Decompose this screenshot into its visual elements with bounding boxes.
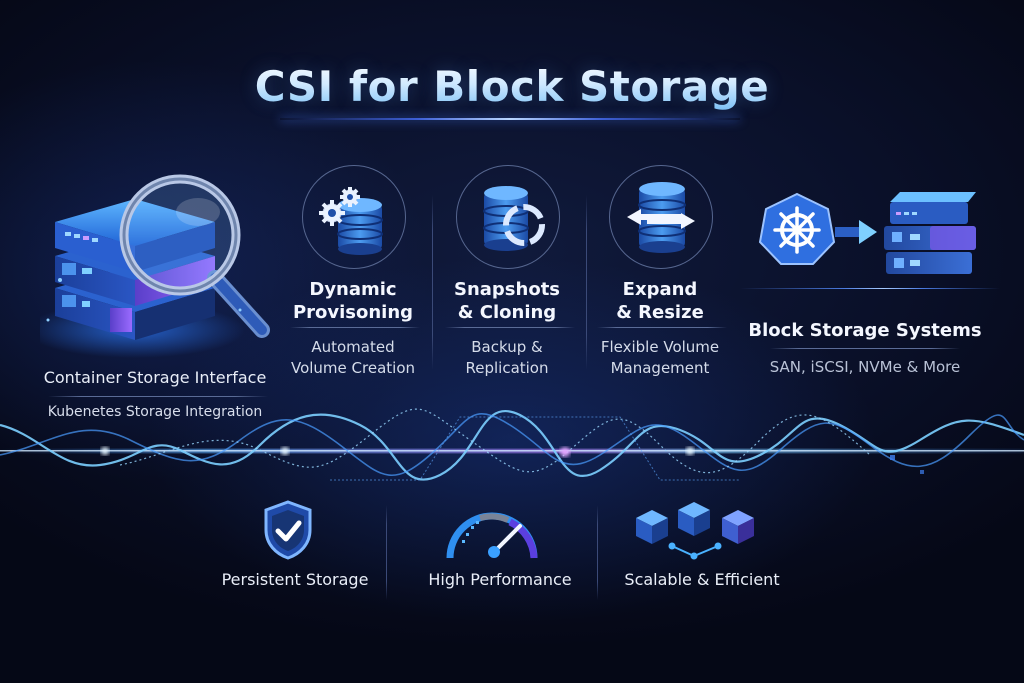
benefit-label: Scalable & Efficient bbox=[624, 570, 780, 589]
connected-cubes-icon bbox=[636, 502, 754, 560]
feature-title-line: Provisoning bbox=[292, 302, 414, 323]
benefit-label: Persistent Storage bbox=[221, 570, 369, 589]
feature-description: Backup & Replication bbox=[437, 337, 577, 379]
title-underline bbox=[280, 118, 740, 120]
feature-divider bbox=[445, 327, 575, 328]
feature-title: Expand & Resize bbox=[590, 278, 730, 324]
feature-description: Flexible Volume Management bbox=[590, 337, 730, 379]
benefit-separator bbox=[597, 505, 598, 600]
feature-title: Dynamic Provisoning bbox=[283, 278, 423, 324]
left-subheading: Kubenetes Storage Integration bbox=[47, 404, 263, 420]
arrow-right-icon bbox=[835, 220, 877, 244]
speedometer-icon bbox=[446, 512, 538, 559]
feature-description-line: Replication bbox=[465, 359, 549, 377]
right-divider bbox=[770, 348, 960, 349]
left-heading: Container Storage Interface bbox=[43, 368, 267, 387]
database-resize-icon bbox=[627, 182, 695, 253]
feature-title-line: Expand bbox=[622, 279, 698, 300]
feature-divider bbox=[597, 327, 727, 328]
feature-description-line: Backup & bbox=[471, 338, 543, 356]
feature-title: Snapshots & Cloning bbox=[437, 278, 577, 324]
feature-title-line: & Resize bbox=[616, 302, 704, 323]
feature-title-line: & Cloning bbox=[457, 302, 557, 323]
feature-title-line: Dynamic bbox=[309, 279, 397, 300]
storage-servers-icon bbox=[884, 192, 976, 274]
feature-description: Automated Volume Creation bbox=[283, 337, 423, 379]
benefit-label: High Performance bbox=[428, 570, 572, 589]
page-title: CSI for Block Storage bbox=[0, 62, 1024, 111]
left-divider bbox=[48, 396, 268, 397]
waveform-decoration bbox=[0, 408, 1024, 481]
benefit-separator bbox=[386, 505, 387, 600]
feature-divider bbox=[290, 327, 420, 328]
feature-description-line: Management bbox=[610, 359, 710, 377]
feature-description-line: Flexible Volume bbox=[600, 338, 720, 356]
right-glow-line bbox=[740, 288, 1000, 289]
server-magnifier-icon bbox=[40, 174, 270, 358]
feature-description-line: Volume Creation bbox=[290, 359, 416, 377]
feature-separator bbox=[432, 195, 433, 370]
shield-check-icon bbox=[264, 500, 312, 560]
database-gears-icon bbox=[319, 187, 383, 255]
feature-icon-ring bbox=[609, 165, 713, 269]
feature-separator bbox=[586, 195, 587, 370]
feature-description-line: Automated bbox=[311, 338, 395, 356]
database-snapshot-icon bbox=[483, 186, 545, 251]
feature-icon-ring bbox=[302, 165, 406, 269]
feature-icon-ring bbox=[456, 165, 560, 269]
right-subheading: SAN, iSCSI, NVMe & More bbox=[769, 358, 961, 376]
feature-title-line: Snapshots bbox=[453, 279, 561, 300]
right-heading: Block Storage Systems bbox=[748, 320, 982, 341]
kubernetes-icon bbox=[758, 192, 836, 265]
